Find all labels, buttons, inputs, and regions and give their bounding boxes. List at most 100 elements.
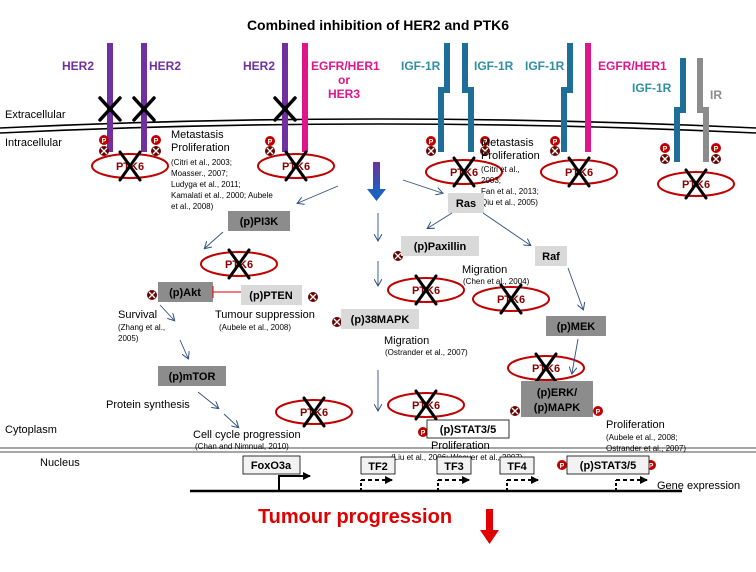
- phospho-inhibited-13: [660, 154, 670, 164]
- phospho-inhibited-17: [308, 292, 318, 302]
- label-igf1r-c: IGF-1R: [525, 59, 565, 73]
- text-stat35: (p)STAT3/5: [440, 424, 496, 436]
- phospho-inhibited-1: [99, 146, 109, 156]
- text-erk-1: (p)ERK/: [537, 387, 577, 399]
- phospho-site-0: P: [99, 135, 109, 145]
- label-igf1r-a: IGF-1R: [401, 59, 441, 73]
- text-nuc-stat35: (p)STAT3/5: [580, 460, 636, 472]
- text-erk-2: (p)MAPK: [534, 402, 580, 414]
- diagram-title: Combined inhibition of HER2 and PTK6: [247, 17, 509, 33]
- phospho-site-10: P: [550, 136, 560, 146]
- receptor-igf1r-a: [438, 43, 450, 152]
- phospho-site-6: P: [426, 136, 436, 146]
- box-tf2: [360, 456, 396, 475]
- ptk6-group: PTK6PTK6PTK6PTK6PTK6PTK6PTK6PTK6PTK6PTK6…: [91, 150, 735, 428]
- label-her3: HER3: [328, 87, 360, 101]
- receptor-igf1r-d: [674, 58, 686, 162]
- tumour-suppression-ref: (Aubele et al., 2008): [219, 323, 291, 332]
- svg-text:P: P: [102, 138, 107, 145]
- metastasis-left: Metastasis: [171, 129, 224, 141]
- ptk6-enzyme-2: PTK6: [425, 156, 503, 188]
- proliferation-erk-ref-0: (Aubele et al., 2008;: [606, 433, 678, 442]
- phospho-site-21: P: [593, 406, 603, 416]
- proliferation-stat: Proliferation: [431, 440, 490, 452]
- ptk6-enzyme-6: PTK6: [387, 274, 465, 306]
- box-pten: [241, 285, 302, 305]
- cytoplasm-label: Cytoplasm: [5, 424, 57, 436]
- ptk6-enzyme-7: PTK6: [472, 283, 550, 315]
- label-egfr-a: EGFR/HER1: [311, 59, 380, 73]
- svg-text:P: P: [421, 430, 426, 437]
- text-foxo3a: FoxO3a: [251, 460, 292, 472]
- pathway-arrows: [159, 179, 583, 427]
- label-her2-a: HER2: [62, 59, 94, 73]
- box-mek: [546, 316, 606, 336]
- box-foxo3a: [242, 455, 301, 475]
- refs-left-4: et al., 2008): [171, 202, 214, 211]
- central-activation-arrow: [367, 162, 386, 201]
- label-or: or: [338, 73, 350, 87]
- text-raf: Raf: [542, 251, 560, 263]
- her2-inhibition-marks: [98, 96, 297, 122]
- phospho-inhibited-5: [265, 146, 275, 156]
- refs-left-1: Moasser., 2007;: [171, 169, 228, 178]
- svg-text:P: P: [553, 139, 558, 146]
- text-akt: (p)Akt: [169, 287, 201, 299]
- survival-ref-0: (Zhang et al.,: [118, 323, 165, 332]
- label-igf1r-d: IGF-1R: [632, 81, 672, 95]
- phospho-inhibited-20: [510, 406, 520, 416]
- phospho-site-22: P: [418, 427, 428, 437]
- extracellular-label: Extracellular: [5, 109, 66, 121]
- svg-text:P: P: [596, 409, 601, 416]
- migration-pax-ref: (Chen et al., 2004): [463, 277, 530, 286]
- proliferation-erk: Proliferation: [606, 419, 665, 431]
- phospho-inhibited-7: [426, 146, 436, 156]
- ptk6-enzyme-0: PTK6: [91, 150, 169, 182]
- box-raf: [535, 246, 567, 266]
- phospho-inhibited-15: [711, 154, 721, 164]
- box-nuc-stat35: [566, 455, 650, 475]
- box-paxillin: [401, 236, 479, 256]
- phospho-inhibited-18: [332, 317, 342, 327]
- cell-cycle: Cell cycle progression: [193, 429, 301, 441]
- tumour-progression: Tumour progression: [258, 506, 452, 528]
- metastasis-right: Metastasis: [481, 137, 534, 149]
- intracellular-label: Intracellular: [5, 137, 62, 149]
- box-pi3k: [228, 211, 290, 231]
- label-igf1r-b: IGF-1R: [474, 59, 514, 73]
- phospho-inhibited-11: [550, 146, 560, 156]
- phospho-inhibited-9: [480, 146, 490, 156]
- svg-text:P: P: [483, 139, 488, 146]
- svg-text:P: P: [268, 139, 273, 146]
- svg-text:P: P: [429, 139, 434, 146]
- phospho-site-14: P: [711, 143, 721, 153]
- text-mek: (p)MEK: [557, 321, 596, 333]
- text-tf4: TF4: [507, 461, 527, 473]
- phospho-inhibited-19: [393, 251, 403, 261]
- label-her2-b: HER2: [149, 59, 181, 73]
- migration-38: Migration: [384, 335, 429, 347]
- box-akt: [158, 282, 213, 302]
- svg-text:P: P: [663, 146, 668, 153]
- tumour-progression-arrow: [480, 509, 499, 544]
- survival-ref-1: 2005): [118, 334, 139, 343]
- refs-left-0: (Citri et al., 2003;: [171, 158, 232, 167]
- migration-pax: Migration: [462, 264, 507, 276]
- nuclear-membrane: [0, 447, 756, 453]
- ptk6-enzyme-10: PTK6: [507, 352, 585, 384]
- ptk6-enzyme-4: PTK6: [657, 168, 735, 200]
- plasma-membrane: [0, 118, 756, 134]
- phospho-inhibited-16: [147, 290, 157, 300]
- svg-text:P: P: [714, 146, 719, 153]
- receptor-ir: [697, 58, 709, 162]
- text-pten: (p)PTEN: [249, 290, 292, 302]
- box-erk: [521, 381, 593, 417]
- ptk6-enzyme-1: PTK6: [257, 150, 335, 182]
- ptk6-enzyme-5: PTK6: [200, 248, 278, 280]
- phospho-site-4: P: [265, 136, 275, 146]
- box-38mapk: [341, 309, 419, 329]
- refs-right-1: 2003;: [481, 176, 501, 185]
- refs-right-2: Fan et al., 2013;: [481, 187, 539, 196]
- tumour-suppression: Tumour suppression: [215, 309, 315, 321]
